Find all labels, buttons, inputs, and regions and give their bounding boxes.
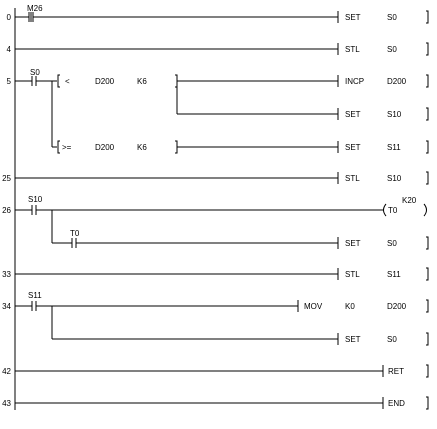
instruction-name: MOV [304,302,323,311]
step-number-5: 5 [7,77,12,86]
contact-m26-pulse[interactable] [15,12,338,22]
coil-name: T0 [388,206,398,215]
instruction-operand: S0 [387,13,397,22]
compare-operand-a: D200 [95,143,115,152]
instruction-name: RET [388,367,404,376]
instruction-name: STL [345,174,360,183]
instruction-end[interactable]: END [382,396,429,410]
step-number-33: 33 [2,270,11,279]
step-number-43: 43 [2,399,11,408]
instruction-set-s10[interactable]: SET S10 [337,107,429,121]
compare-operator: < [65,77,70,86]
instruction-incp-d200[interactable]: INCP D200 [337,74,429,88]
instruction-name: END [388,399,405,408]
compare-operand-b: K6 [137,77,147,86]
instruction-stl-s0[interactable]: STL S0 [337,42,429,56]
compare-operand-b: K6 [137,143,147,152]
instruction-name: SET [345,335,361,344]
instruction-operand: S0 [387,239,397,248]
step-number-34: 34 [2,302,11,311]
compare-greater-equal[interactable]: >= D200 K6 [57,140,178,154]
instruction-name: STL [345,45,360,54]
instruction-operand: D200 [387,77,407,86]
contact-m26-label: M26 [27,4,43,13]
instruction-set-s0-2[interactable]: SET S0 [337,236,429,250]
instruction-set-s11[interactable]: SET S11 [337,140,429,154]
compare-operand-a: D200 [95,77,115,86]
instruction-name: SET [345,239,361,248]
instruction-name: SET [345,110,361,119]
instruction-operand: D200 [387,302,407,311]
instruction-ret[interactable]: RET [382,364,429,378]
contact-t0[interactable] [70,238,338,248]
instruction-mov-k0-d200[interactable]: MOV K0 D200 [297,299,429,313]
instruction-name: STL [345,270,360,279]
step-number-26: 26 [2,206,11,215]
compare-operator: >= [62,143,72,152]
contact-s11[interactable] [15,301,52,311]
contact-s0-label: S0 [30,68,40,77]
instruction-operand: S11 [387,270,401,279]
instruction-operand: S10 [387,110,402,119]
instruction-operand: S0 [387,45,397,54]
contact-t0-label: T0 [70,229,80,238]
step-number-42: 42 [2,367,11,376]
coil-out-t0[interactable]: T0 K20 [383,196,427,217]
step-number-0: 0 [7,13,12,22]
instruction-set-s0[interactable]: SET S0 [337,10,429,24]
instruction-operand: S10 [387,174,402,183]
step-number-25: 25 [2,174,11,183]
instruction-stl-s11[interactable]: STL S11 [337,267,429,281]
contact-s11-label: S11 [28,291,42,300]
instruction-name: SET [345,13,361,22]
instruction-name: SET [345,143,361,152]
step-number-4: 4 [7,45,12,54]
compare-less-than[interactable]: < D200 K6 [52,74,178,88]
instruction-set-s0-3[interactable]: SET S0 [337,332,429,346]
contact-s10[interactable] [15,205,52,215]
instruction-operand: S0 [387,335,397,344]
contact-s10-label: S10 [28,195,43,204]
coil-constant: K20 [402,196,417,205]
instruction-operand: S11 [387,143,401,152]
instruction-name: INCP [345,77,364,86]
instruction-source: K0 [345,302,355,311]
instruction-stl-s10[interactable]: STL S10 [337,171,429,185]
contact-s0[interactable] [15,76,52,86]
